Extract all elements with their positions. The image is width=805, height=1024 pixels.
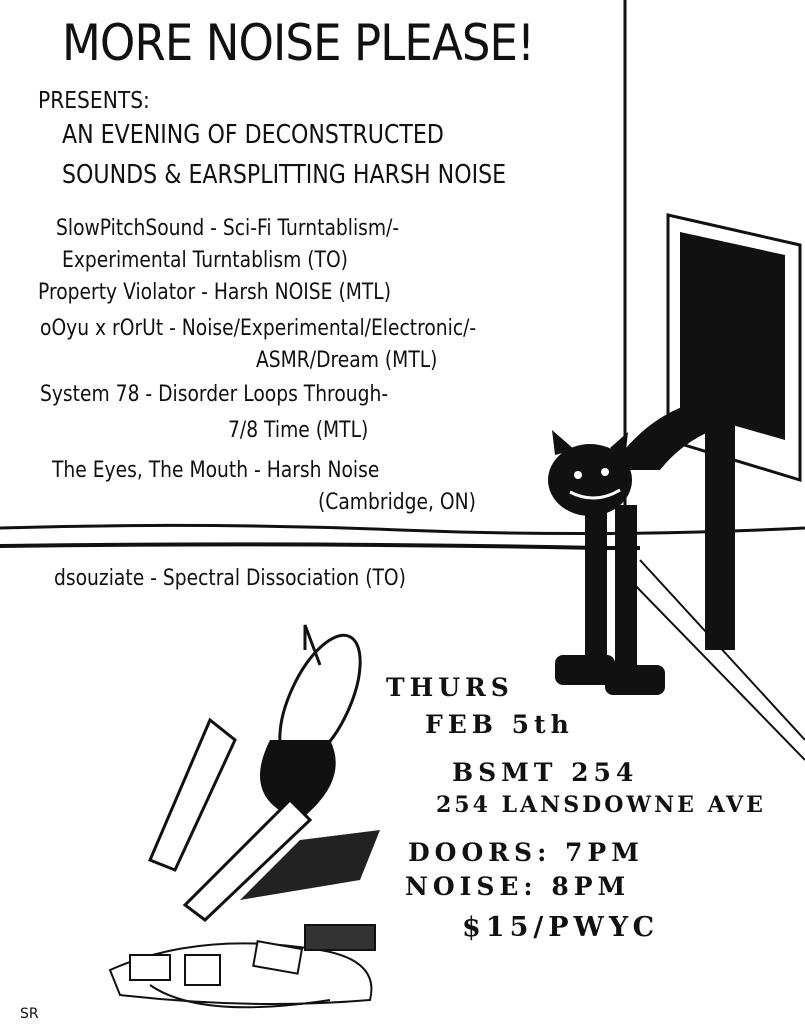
act-5-line-2: (Cambridge, ON) (318, 490, 476, 515)
ticket-price: $15/PWYC (462, 912, 660, 943)
room-lines (0, 0, 805, 761)
artist-signature: SR (20, 1006, 39, 1022)
doors-time: DOORS: 7PM (408, 838, 644, 867)
act-4-line-1: System 78 - Disorder Loops Through- (40, 382, 389, 407)
effects-pedals-illustration (108, 924, 376, 1009)
act-5-line-1: The Eyes, The Mouth - Harsh Noise (52, 458, 380, 483)
corn-figure-illustration (148, 624, 380, 922)
subtitle-line-2: SOUNDS & EARSPLITTING HARSH NOISE (62, 160, 507, 190)
act-1-line-1: SlowPitchSound - Sci-Fi Turntablism/- (56, 216, 400, 241)
poster-title: MORE NOISE PLEASE! (62, 14, 535, 72)
act-4-line-2: 7/8 Time (MTL) (228, 418, 369, 443)
act-2: Property Violator - Harsh NOISE (MTL) (38, 280, 392, 305)
act-3-line-1: oOyu x rOrUt - Noise/Experimental/Electr… (40, 316, 477, 341)
cat-illustration (548, 394, 770, 695)
subtitle-line-1: AN EVENING OF DECONSTRUCTED (62, 120, 444, 150)
act-1-line-2: Experimental Turntablism (TO) (62, 248, 348, 273)
presents-label: PRESENTS: (38, 88, 150, 114)
noise-time: NOISE: 8PM (405, 872, 631, 901)
act-3-line-2: ASMR/Dream (MTL) (256, 348, 438, 373)
venue-address: 254 LANSDOWNE AVE (436, 792, 766, 818)
event-date: FEB 5th (425, 710, 574, 739)
act-6: dsouziate - Spectral Dissociation (TO) (54, 566, 406, 591)
venue-name: BSMT 254 (452, 758, 639, 787)
event-day: THURS (386, 673, 514, 702)
